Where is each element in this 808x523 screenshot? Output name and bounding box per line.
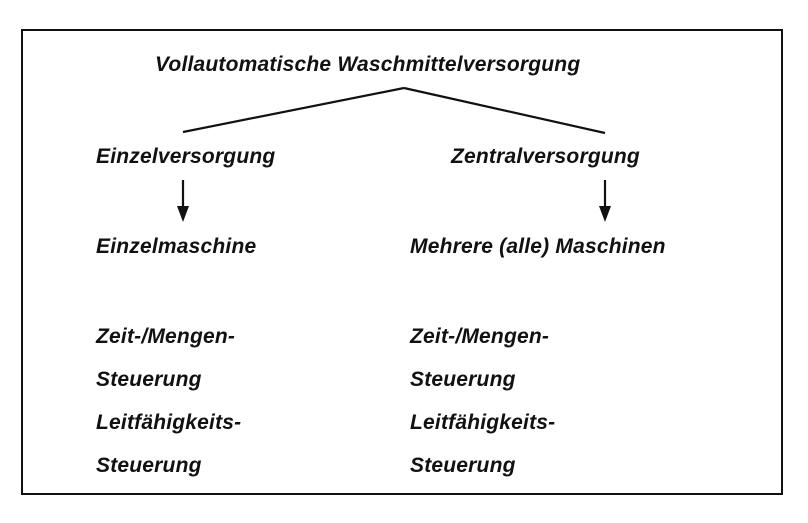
right-control-line-2: Steuerung xyxy=(410,368,516,391)
left-control-line-4: Steuerung xyxy=(96,454,202,477)
arrow-right-icon xyxy=(599,180,611,222)
root-label: Vollautomatische Waschmittelversorgung xyxy=(155,53,581,76)
right-title: Zentralversorgung xyxy=(451,145,640,168)
left-control-line-2: Steuerung xyxy=(96,368,202,391)
right-target: Mehrere (alle) Maschinen xyxy=(410,235,666,258)
arrow-left-icon xyxy=(177,180,189,222)
branch-line-right xyxy=(403,86,606,135)
right-control-line-1: Zeit-/Mengen- xyxy=(410,325,550,348)
left-control-line-1: Zeit-/Mengen- xyxy=(96,325,236,348)
branch-line-left xyxy=(182,86,405,134)
left-control-line-3: Leitfähigkeits- xyxy=(96,411,242,434)
diagram-frame xyxy=(21,29,783,495)
right-control-line-4: Steuerung xyxy=(410,454,516,477)
left-target: Einzelmaschine xyxy=(96,235,257,258)
right-control-line-3: Leitfähigkeits- xyxy=(410,411,556,434)
left-title: Einzelversorgung xyxy=(96,145,276,168)
